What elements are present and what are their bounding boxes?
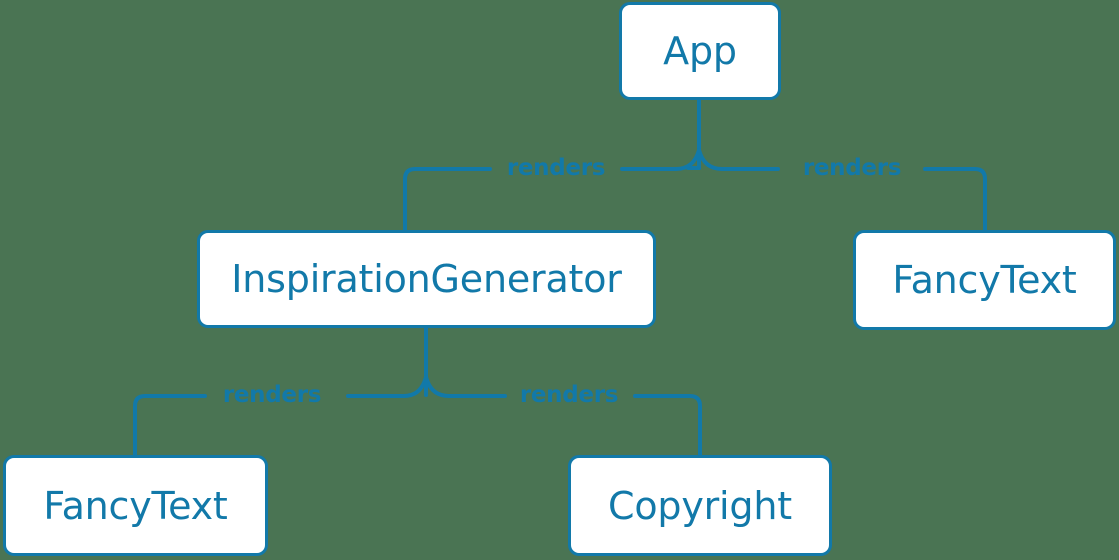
node-app[interactable]: App xyxy=(619,2,781,100)
edge-app-junction-right xyxy=(697,148,724,171)
edge-label-inspiration-generator-renders-copyright: renders xyxy=(519,382,619,408)
edge-insp-copyright-b xyxy=(633,394,702,457)
node-copyright-label: Copyright xyxy=(608,483,792,528)
node-copyright[interactable]: Copyright xyxy=(568,455,832,556)
node-fancytext-right-label: FancyText xyxy=(892,258,1077,302)
edge-insp-junction-right xyxy=(424,375,451,398)
node-inspiration-generator-label: InspirationGenerator xyxy=(231,257,622,301)
node-fancytext-left[interactable]: FancyText xyxy=(3,455,268,556)
edge-label-app-renders-inspiration-generator: renders xyxy=(506,155,606,181)
edge-label-app-renders-fancytext: renders xyxy=(802,155,902,181)
edge-app-fancytext-b xyxy=(923,167,987,232)
node-fancytext-left-label: FancyText xyxy=(43,483,228,528)
node-app-label: App xyxy=(663,29,737,73)
edge-insp-junction-left xyxy=(402,375,428,398)
node-inspiration-generator[interactable]: InspirationGenerator xyxy=(197,230,656,328)
edge-insp-fancytext-b xyxy=(133,394,207,457)
edge-app-inspiration-b xyxy=(403,167,492,232)
node-fancytext-right[interactable]: FancyText xyxy=(853,230,1116,330)
edge-label-inspiration-generator-renders-fancytext: renders xyxy=(222,382,322,408)
